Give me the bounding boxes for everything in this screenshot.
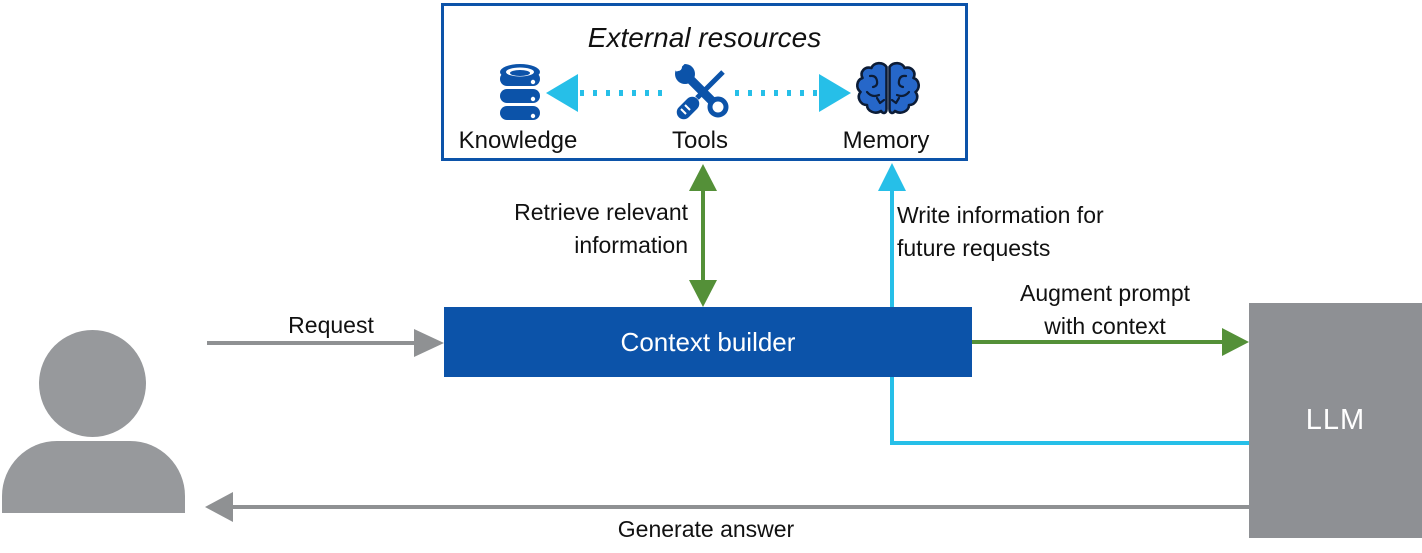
- context-builder-node: Context builder: [444, 307, 972, 377]
- request-edge-label: Request: [288, 312, 374, 338]
- tools-knowledge-dotted-arrow: [546, 74, 666, 112]
- augment-edge-label: Augment prompt with context: [1019, 280, 1191, 339]
- database-icon: [496, 63, 544, 126]
- external-resources-title: External resources: [587, 22, 822, 53]
- llm-label: LLM: [1305, 404, 1366, 436]
- write-info-arrow: [878, 163, 1251, 445]
- generate-edge-label: Generate answer: [617, 516, 795, 542]
- person-head: [39, 330, 146, 437]
- augment-prompt-arrow: [972, 328, 1249, 356]
- tools-icon: [666, 53, 735, 129]
- external-resources-box: [441, 3, 968, 161]
- generate-answer-arrow: [205, 492, 1252, 522]
- write-edge-label: Write information for future requests: [897, 202, 1104, 261]
- llm-node: LLM: [1249, 303, 1422, 538]
- brain-icon: [855, 57, 921, 126]
- retrieve-edge-label: Retrieve relevant information: [514, 199, 688, 258]
- knowledge-label: Knowledge: [458, 127, 578, 154]
- request-arrow: [207, 329, 444, 357]
- tools-label: Tools: [671, 127, 729, 154]
- tools-memory-dotted-arrow: [735, 74, 851, 112]
- person-body: [2, 441, 185, 513]
- memory-label: Memory: [842, 127, 930, 154]
- retrieve-arrow: [689, 164, 717, 307]
- context-builder-label: Context builder: [620, 326, 796, 357]
